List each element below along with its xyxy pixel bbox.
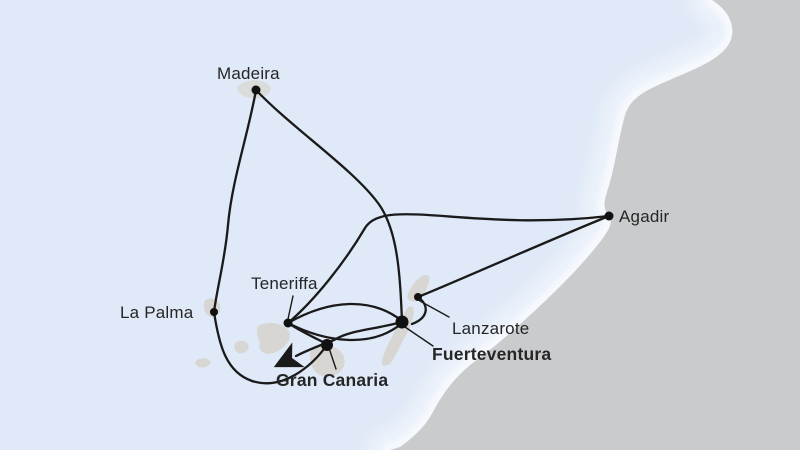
leader-lines	[287, 295, 450, 370]
island-el-hierro	[195, 358, 211, 368]
route-lanzarote-agadir	[416, 214, 611, 299]
port-label-la-palma: La Palma	[120, 303, 194, 322]
port-dots	[210, 85, 614, 351]
route-teneriffa-fuerteventura-lower	[286, 321, 404, 342]
port-dot-madeira	[251, 85, 261, 95]
route-la-palma-gran-canaria	[212, 310, 329, 385]
port-label-madeira: Madeira	[217, 64, 280, 83]
island-lanzarote	[407, 274, 430, 302]
port-label-agadir: Agadir	[619, 207, 670, 226]
route-final-leg-arrow	[273, 320, 404, 368]
port-dot-agadir	[604, 211, 614, 221]
port-dot-lanzarote	[414, 293, 422, 301]
leader-fuerteventura	[404, 326, 434, 347]
route-teneriffa-fuerteventura-upper	[286, 302, 404, 325]
port-label-gran-canaria: Gran Canaria	[276, 370, 389, 390]
leader-teneriffa	[287, 295, 294, 320]
port-dot-teneriffa	[283, 318, 293, 328]
island-la-gomera	[234, 340, 249, 354]
route-madeira-la-palma	[212, 88, 258, 314]
port-label-fuerteventura: Fuerteventura	[432, 344, 552, 364]
route-teneriffa-agadir	[286, 213, 611, 325]
port-dot-gran-canaria	[321, 339, 333, 351]
leader-lanzarote	[419, 300, 450, 318]
leader-gran-canaria	[328, 347, 337, 370]
port-label-teneriffa: Teneriffa	[251, 274, 318, 293]
route-madeira-fuerteventura	[254, 88, 404, 323]
africa-landmass	[390, 0, 800, 450]
port-dot-la-palma	[210, 308, 218, 316]
port-dot-fuerteventura	[395, 315, 409, 329]
port-label-lanzarote: Lanzarote	[452, 319, 530, 338]
